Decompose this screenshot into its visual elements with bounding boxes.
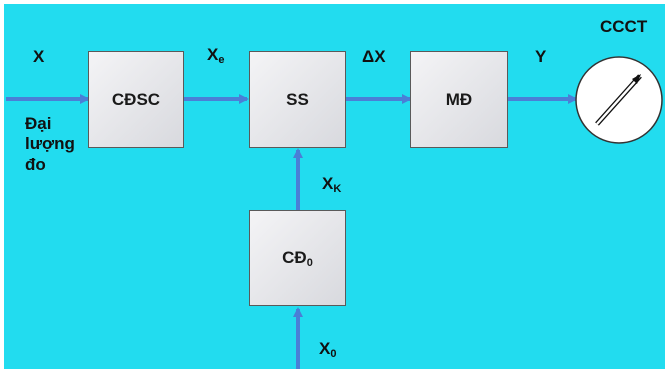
cd0-label: CĐ0 [282, 247, 313, 269]
md-label: MĐ [445, 89, 473, 109]
ss-block: SS [249, 51, 346, 148]
meter-label: CCCT [600, 17, 648, 36]
input-caption-line-1: Đại [25, 114, 52, 133]
md-block: MĐ [410, 51, 508, 148]
x0-signal-label: X0 [319, 339, 337, 360]
xk-signal-label: XK [322, 174, 342, 195]
input-caption-line-3: đo [25, 154, 46, 174]
xe-signal-label: Xe [207, 45, 225, 66]
input-signal-label: X [33, 47, 45, 66]
input-caption: Đại lượng đo [25, 114, 75, 175]
y-signal-label: Y [535, 47, 547, 66]
cdsc-label: CĐSC [111, 89, 161, 109]
cd0-block: CĐ0 [249, 210, 346, 306]
meter-icon [575, 56, 663, 144]
ss-label: SS [286, 89, 309, 109]
delta-x-label: ΔX [362, 47, 386, 66]
cdsc-block: CĐSC [88, 51, 184, 148]
input-caption-line-2: lượng [25, 134, 75, 154]
